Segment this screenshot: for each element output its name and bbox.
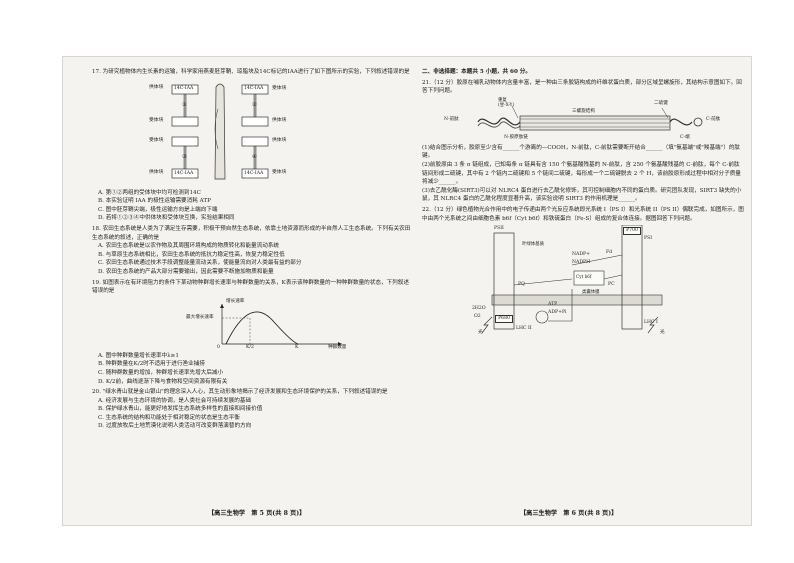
q21-disulfide: 二硫键 bbox=[654, 100, 668, 106]
q21-c-end: C-端 bbox=[680, 134, 690, 140]
label-n1: ① bbox=[182, 101, 188, 108]
q22-electron-chain bbox=[481, 224, 663, 334]
q22-stem: 22.（12 分）绿色植物光合作用中的电子传递由两个光反应系统即光系统 I（PS… bbox=[422, 206, 744, 222]
q22-p700: P700 bbox=[623, 227, 641, 236]
q19-x0: 0 bbox=[217, 344, 220, 350]
exam-sheet bbox=[62, 56, 752, 526]
q21-n-peptide: N-前肽 bbox=[444, 116, 459, 122]
q19-graph: 增长速率 最大增长速率 0 K/2 K 种群数量 bbox=[92, 298, 414, 350]
label-iaa-br: 14C-IAA bbox=[244, 170, 264, 176]
q20-option-d: D. 过度放牧后土地荒漠化说明人类活动可改变群落演替的方向 bbox=[98, 423, 252, 430]
left-page: 17. 为研究植物体内生长素的运输，科学家用燕麦胚芽鞘、琼脂块及14C标记的IA… bbox=[92, 68, 414, 431]
q17-option-b: B. 本实验证明 IAA 的极性运输需要消耗 ATP bbox=[98, 198, 211, 205]
q21-part1: (1)结合图示分析，胶原至少含有______个游离的—COOH，N-前肽，C-前… bbox=[422, 144, 741, 160]
q22-h2o: 2H2O bbox=[472, 306, 486, 312]
q19-option-d: D. K/2前，曲线逐渐下降与食物和空间资源有限有关 bbox=[98, 378, 228, 385]
q19-xk2: K/2 bbox=[246, 344, 254, 350]
q22-lhc2: LHC II bbox=[516, 326, 532, 332]
label-n2: ② bbox=[252, 101, 258, 108]
q18-option-b: B. 与草原生态系统相比，农田生态系统的抵抗力稳定性高，恢复力稳定性低 bbox=[98, 251, 285, 258]
q19-xlabel: 种群数量 bbox=[328, 344, 347, 350]
q17-option-a: A. 第①②两组的受体块中均可检测到14C bbox=[98, 189, 201, 196]
q18-option-a: A. 农田生态系统是以农作物及其周围环境构成的物质转化和能量流动系统 bbox=[98, 243, 280, 250]
q19-option-c: C. 随种群数量的增加，种群增长速率先增大后减小 bbox=[98, 369, 224, 376]
label-donor-tr: 供体块 bbox=[272, 117, 287, 123]
q19-ylabel: 增长速率 bbox=[226, 298, 245, 304]
q22-o2: O2 bbox=[474, 314, 481, 320]
q22-lhc1: LHC I bbox=[644, 320, 658, 326]
q17-figure: 供体块 14C-IAA 受体块 14C-IAA 受体块 供体块 ① ② ③ ④ … bbox=[92, 79, 414, 187]
q20-option-c: C. 生态系统的结构和功能处于相对稳定的状态是生态平衡 bbox=[98, 414, 240, 421]
q20-stem: 20. "绿水青山就是金山银山"的理念深入人心，其生动形象地揭示了经济发展和生态… bbox=[92, 389, 388, 396]
q22-atp: ATP bbox=[548, 302, 558, 308]
label-receiver-br: 受体块 bbox=[272, 169, 287, 175]
label-receiver-tr: 受体块 bbox=[272, 85, 287, 91]
q17-option-c: C. 图中胚芽鞘尖端，极性运输方向是上端向下端 bbox=[98, 206, 218, 213]
q21-c-peptide: C-前肽 bbox=[706, 116, 721, 122]
q21-n-end: N-胶原肽链 bbox=[504, 134, 528, 140]
q18-stem: 18. 农田生态系统是人类为了满足生存需要，积极干预自然生态系统，依靠土地资源而… bbox=[92, 225, 411, 241]
q21-part3: (3)去乙酰化酶(SIRT3)可以对 NLRC4 蛋白进行去乙酰化修饰，其可控制… bbox=[422, 187, 742, 203]
label-donor-bl: 供体块 bbox=[149, 169, 164, 175]
q18-option-d: D. 农田生态系统的产品大部分需要输出，因此需要不断施加物质和能量 bbox=[98, 268, 274, 275]
q22-membrane: 类囊体膜 bbox=[582, 290, 600, 296]
label-donor-br: 供体块 bbox=[272, 137, 287, 143]
q21-helix: 三螺旋结构 bbox=[572, 108, 595, 114]
q22-nadph: NADPH bbox=[572, 260, 591, 266]
section-heading: 二、非选择题：本题共 5 小题，共 60 分。 bbox=[422, 69, 531, 75]
q19-stem: 19. 如图表示在有环境阻力的条件下某动物种群增长速率与种群数量的关系，K表示该… bbox=[92, 279, 409, 295]
q17-option-d: D. 若将①②③④中供体块和受体块互换，实验结果相同 bbox=[98, 215, 235, 222]
q19-xk: K bbox=[295, 344, 299, 350]
q21-collagen-diagram: N-前肽 重复 (甘-X-Y) 三螺旋结构 二硫键 C-前肽 N-胶原肽链 C-… bbox=[422, 98, 744, 142]
label-n3: ③ bbox=[182, 153, 188, 160]
q22-light-left: 光 bbox=[478, 330, 483, 336]
q22-adp: ADP+Pi bbox=[548, 310, 567, 316]
q22-light-right: 光 bbox=[660, 330, 665, 336]
label-iaa-tr: 14C-IAA bbox=[244, 85, 264, 91]
q19-growth-curve bbox=[220, 303, 342, 346]
q17-apparatus bbox=[171, 83, 269, 179]
q22-pq: PQ bbox=[518, 282, 525, 288]
q22-psii: PSII bbox=[494, 226, 504, 232]
q19-option-a: A. 图中种群数量增长速率中λ≥1 bbox=[98, 352, 179, 359]
q22-nadp: NADP+ bbox=[572, 252, 590, 258]
q19-option-b: B. 种群数量在K/2时不适用于进行渔业捕捞 bbox=[98, 361, 205, 368]
q19-ymax: 最大增长速率 bbox=[186, 314, 214, 320]
q20-option-b: B. 保护绿水青山，能更好地发挥生态系统多样性的直接和间接价值 bbox=[98, 406, 263, 413]
q22-pc: PC bbox=[608, 282, 615, 288]
label-iaa-tl: 14C-IAA bbox=[174, 85, 194, 91]
q22-stroma: 叶绿体基质 bbox=[522, 242, 544, 248]
label-n4: ④ bbox=[252, 153, 258, 160]
right-page-footer: 【高三生物学 第 6 页(共 8 页)】 bbox=[520, 510, 618, 517]
q22-fd: Fd bbox=[606, 250, 613, 256]
q21-stem: 21.（12 分）胶原在哺乳动物体内含量丰富，是一种由三条胶链构成的纤维状蛋白质… bbox=[422, 79, 742, 95]
label-receiver-tl: 受体块 bbox=[149, 117, 164, 123]
left-page-footer: 【高三生物学 第 5 页(共 8 页)】 bbox=[208, 510, 306, 517]
q21-part2: (2)前胶原由 3 条 α 链组成，已知每条 α 链具有含 150 个氨基酸残基… bbox=[422, 161, 741, 186]
q21-collagen-structure bbox=[477, 105, 703, 131]
q21-repeat: 重复 (甘-X-Y) bbox=[498, 97, 515, 108]
label-iaa-bl: 14C-IAA bbox=[174, 170, 194, 176]
q22-cyt: Cyt b6f bbox=[576, 274, 592, 280]
q17-stem: 17. 为研究植物体内生长素的运输，科学家用燕麦胚芽鞘、琼脂块及14C标记的IA… bbox=[92, 69, 410, 75]
label-receiver-bl: 受体块 bbox=[149, 137, 164, 143]
right-page: 二、非选择题：本题共 5 小题，共 60 分。 21.（12 分）胶原在哺乳动物… bbox=[422, 68, 744, 339]
q22-photosynthesis-diagram: P680 P700 PSII PSI PQ Cyt b6f PC Fd NADP… bbox=[422, 224, 744, 337]
q18-option-c: C. 农田生态系统通过技术手段调整能量流动关系，使能量流向对人类最有益的部分 bbox=[98, 260, 302, 267]
q22-p680: P680 bbox=[495, 315, 513, 324]
q22-psi: PSI bbox=[644, 236, 653, 242]
label-donor-tl: 供体块 bbox=[149, 84, 164, 90]
q20-option-a: A. 经济发展与生态环境的协调，是人类社会可持续发展的基础 bbox=[98, 397, 252, 404]
